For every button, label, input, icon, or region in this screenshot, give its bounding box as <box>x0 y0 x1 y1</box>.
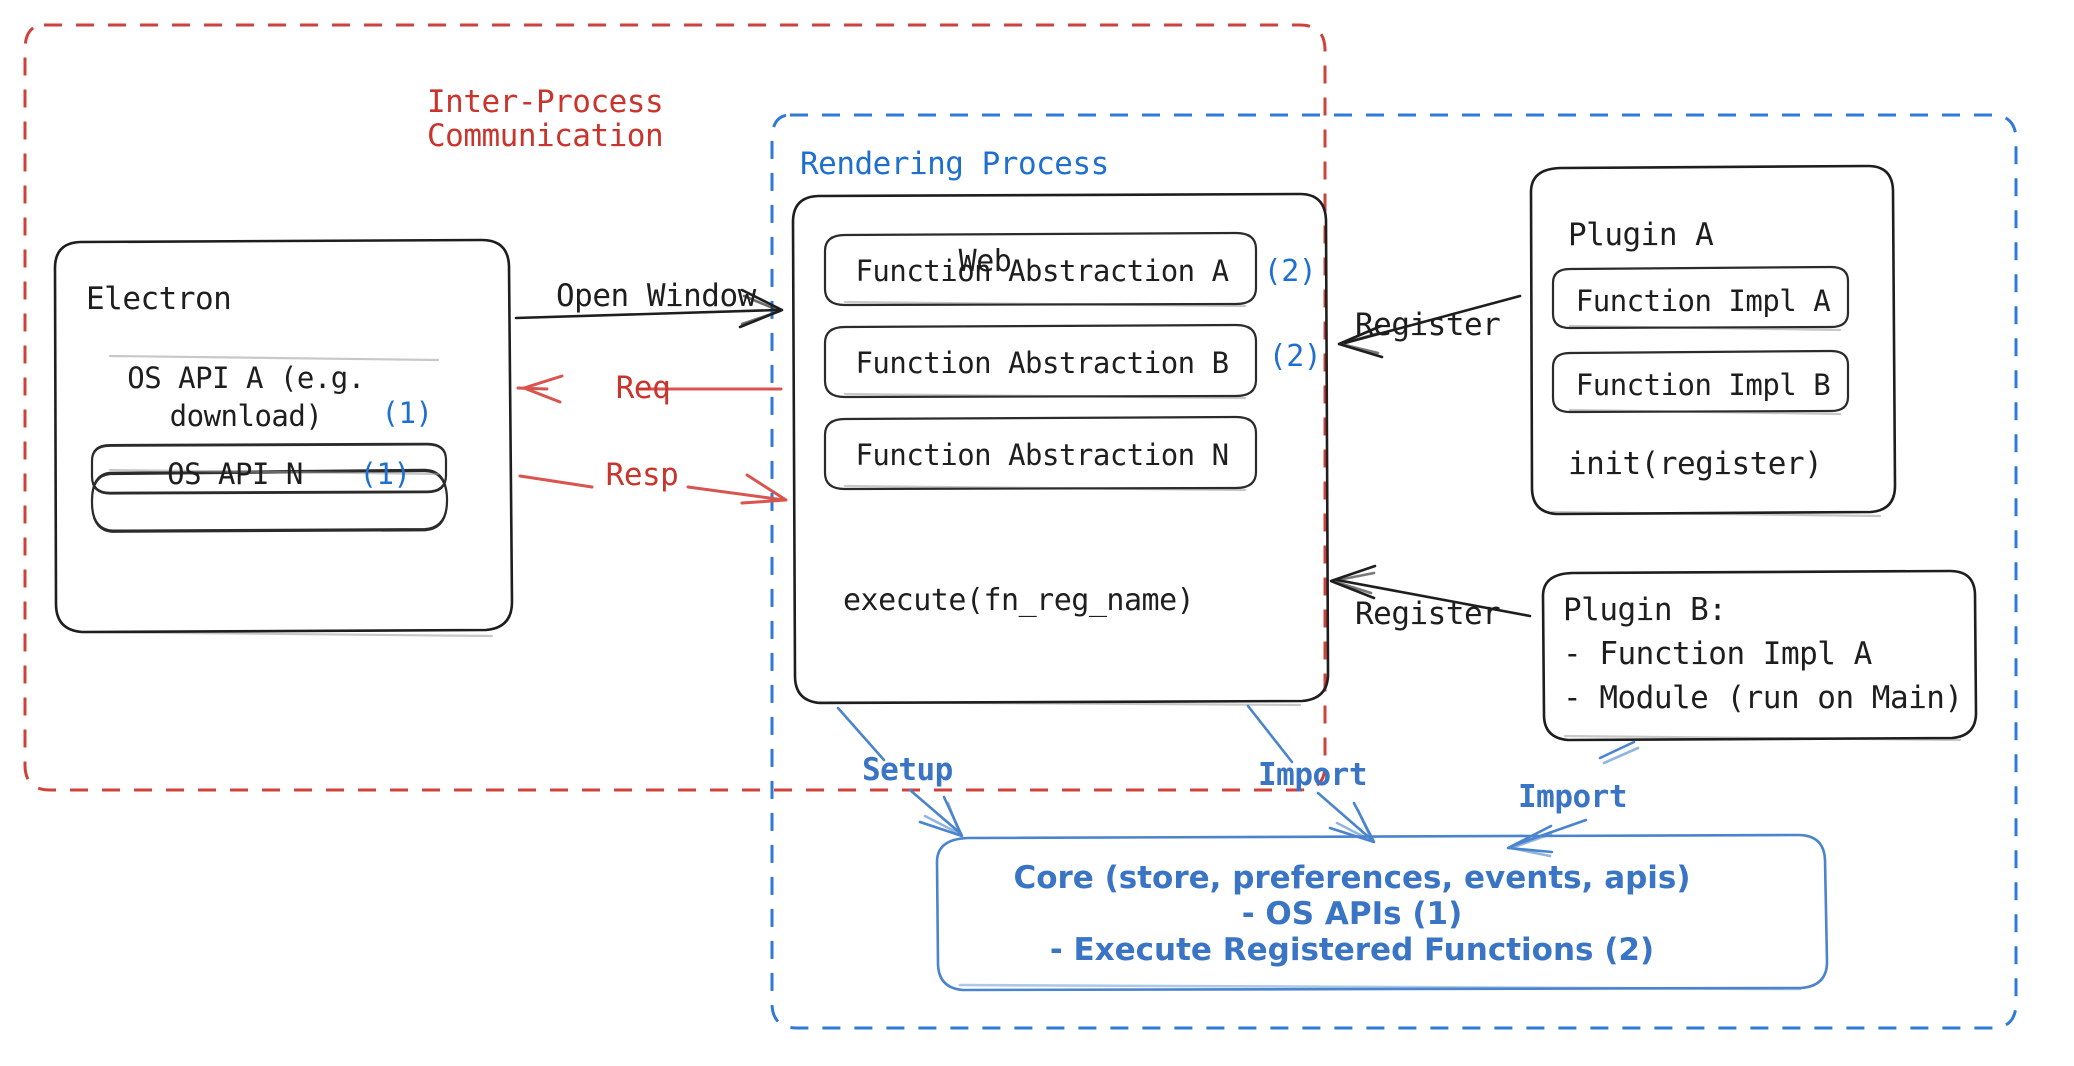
plugin-b-title: Plugin B: <box>1563 592 1727 628</box>
electron-box-shape <box>53 238 514 638</box>
edge-label-setup: Setup <box>862 752 953 788</box>
function-abstraction-n-label[interactable]: Function Abstraction N <box>855 438 1229 472</box>
edge-label-open-window: Open Window <box>556 278 756 314</box>
plugin-b-box-shape <box>1541 569 1978 742</box>
edge-register-plugin-a <box>1337 294 1522 359</box>
os-api-n-label[interactable]: OS API N <box>167 457 303 491</box>
function-abstraction-a-label[interactable]: Function Abstraction A <box>855 254 1229 288</box>
edge-label-resp: Resp <box>605 457 679 493</box>
plugin-b-item-function-impl-a: - Function Impl A <box>1563 636 1872 672</box>
edge-open-window <box>514 288 784 329</box>
core-item-execute-registered: - Execute Registered Functions (2) <box>1049 932 1655 968</box>
function-abstraction-b-badge: (2) <box>1268 339 1322 374</box>
core-box-shape <box>935 833 1829 992</box>
function-impl-a-box-shape <box>1551 265 1850 332</box>
function-abstraction-b-label[interactable]: Function Abstraction B <box>855 346 1229 380</box>
os-api-n-box-shape <box>90 442 448 495</box>
web-title: Web <box>958 244 1012 279</box>
os-api-n-badge: (1) <box>359 457 411 491</box>
os-api-a-badge: (1) <box>381 396 433 430</box>
plugin-a-box-shape <box>1529 164 1897 518</box>
edge-import-plugin-b <box>1506 740 1640 858</box>
group-rendering-boundary <box>770 113 2018 1030</box>
web-box-shape <box>791 192 1330 707</box>
edge-setup <box>836 706 964 838</box>
function-abstraction-b-box-shape <box>823 323 1258 400</box>
function-abstraction-n-box-shape <box>823 415 1258 492</box>
core-item-os-apis: - OS APIs (1) <box>1241 896 1463 932</box>
edge-label-register-plugin-a: Register <box>1355 307 1501 343</box>
electron-title: Electron <box>86 281 232 317</box>
edge-resp <box>518 473 788 505</box>
group-ipc-boundary <box>23 23 1327 792</box>
function-impl-b-label[interactable]: Function Impl B <box>1575 368 1831 402</box>
edge-label-register-plugin-b: Register <box>1355 596 1501 632</box>
edge-register-plugin-b <box>1329 564 1532 618</box>
function-abstraction-a-box-shape <box>823 231 1258 308</box>
function-impl-b-box-shape <box>1551 349 1850 416</box>
group-ipc-label-line2: Communication <box>427 118 664 154</box>
plugin-b-item-module: - Module (run on Main) <box>1563 680 1963 716</box>
plugin-a-footer: init(register) <box>1568 446 1823 482</box>
function-impl-a-label[interactable]: Function Impl A <box>1575 284 1831 318</box>
os-api-a-label[interactable]: OS API A (e.g. download) <box>127 361 365 433</box>
edge-req <box>516 374 783 404</box>
plugin-a-title: Plugin A <box>1568 217 1714 253</box>
edge-import-web <box>1246 704 1376 844</box>
function-abstraction-a-badge: (2) <box>1263 254 1317 289</box>
web-footer: execute(fn_reg_name) <box>843 583 1195 618</box>
edge-label-req: Req <box>615 370 671 406</box>
edge-label-import-web: Import <box>1258 757 1367 793</box>
group-rendering-label: Rendering Process <box>800 146 1109 182</box>
core-title: Core (store, preferences, events, apis) <box>1013 860 1691 896</box>
group-ipc-label: Inter-Process <box>427 84 664 120</box>
edge-label-import-plugin-b: Import <box>1518 779 1627 815</box>
